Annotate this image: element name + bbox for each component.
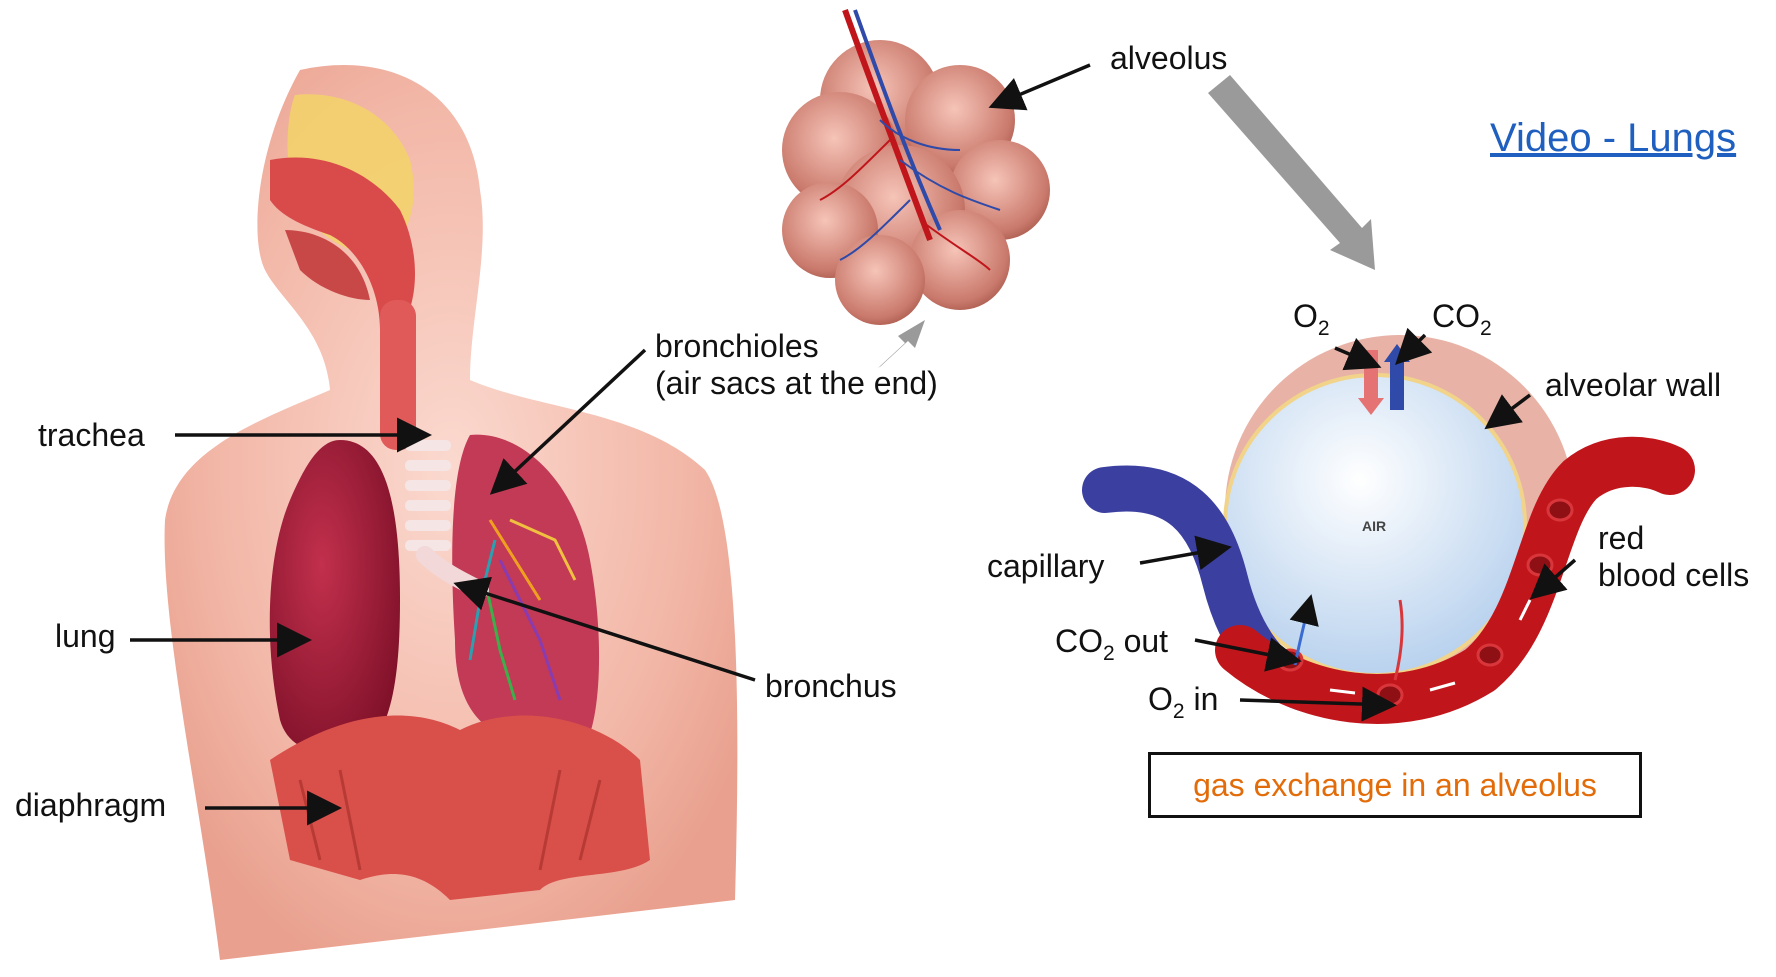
co2-out-label: CO2 out	[1055, 623, 1168, 660]
air-label: AIR	[1362, 518, 1386, 534]
video-lungs-link[interactable]: Video - Lungs	[1490, 116, 1736, 161]
co2-out-subscript: 2	[1103, 642, 1115, 665]
red-blood-cells-line2: blood cells	[1598, 557, 1749, 594]
co2-top-text: CO	[1432, 298, 1480, 334]
alveolus-cluster	[782, 10, 1050, 325]
caption-box: gas exchange in an alveolus	[1148, 752, 1642, 818]
co2-out-prefix: CO	[1055, 623, 1103, 659]
bronchioles-label-line2: (air sacs at the end)	[655, 365, 938, 402]
o2-top-text: O	[1293, 298, 1318, 334]
red-blood-cells-label: red blood cells	[1598, 520, 1749, 594]
co2-top-label: CO2	[1432, 298, 1492, 335]
o2-in-label: O2 in	[1148, 681, 1218, 718]
bronchioles-label: bronchioles (air sacs at the end)	[655, 328, 938, 402]
human-torso	[165, 65, 738, 960]
caption-text: gas exchange in an alveolus	[1193, 767, 1597, 804]
o2-in-subscript: 2	[1173, 700, 1185, 723]
o2-top-label: O2	[1293, 298, 1330, 335]
lung-label: lung	[55, 618, 116, 655]
bronchus-label: bronchus	[765, 668, 897, 705]
diaphragm-label: diaphragm	[15, 787, 166, 824]
alveolar-wall-label: alveolar wall	[1545, 367, 1721, 404]
red-blood-cells-line1: red	[1598, 520, 1749, 557]
o2-top-subscript: 2	[1318, 317, 1330, 340]
co2-top-subscript: 2	[1480, 317, 1492, 340]
bronchioles-label-line1: bronchioles	[655, 328, 938, 365]
co2-out-suffix: out	[1115, 623, 1168, 659]
o2-in-prefix: O	[1148, 681, 1173, 717]
trachea-label: trachea	[38, 417, 145, 454]
o2-in-suffix: in	[1185, 681, 1219, 717]
alveolus-label: alveolus	[1110, 40, 1227, 77]
capillary-label: capillary	[987, 548, 1104, 585]
